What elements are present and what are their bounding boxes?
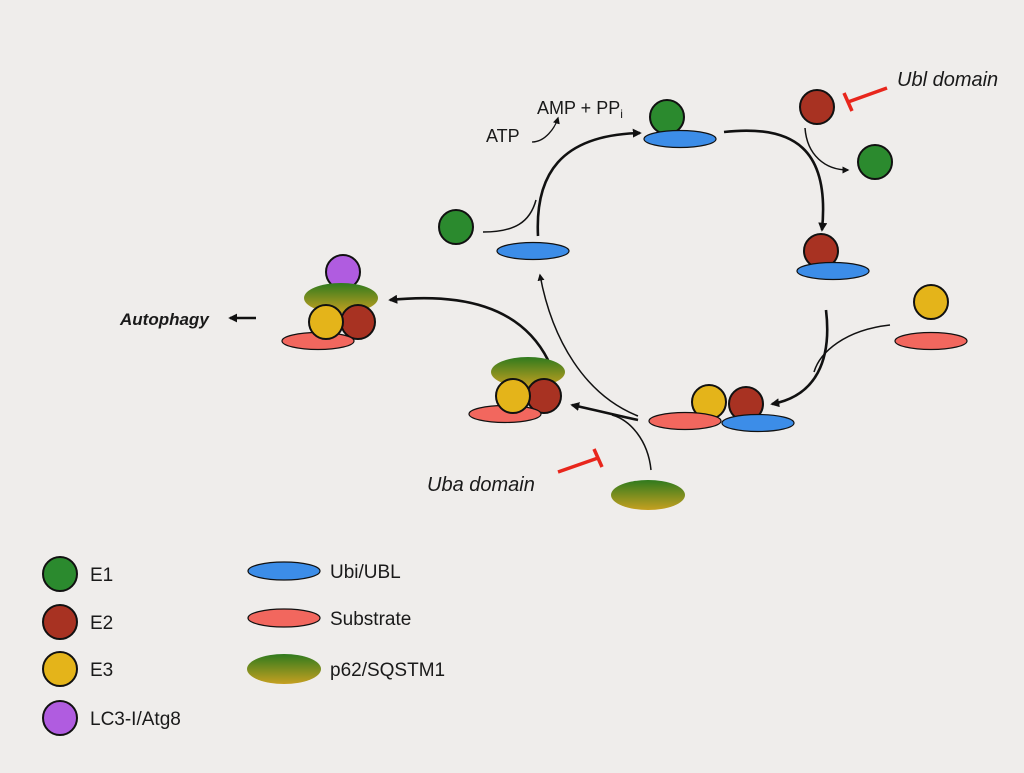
substrate-molecule: [894, 331, 968, 351]
substrate-molecule: [648, 411, 722, 431]
e3-swatch: [42, 651, 78, 687]
legend-label: Ubi/UBL: [330, 562, 401, 583]
atp-to-amp-arrow: [531, 116, 560, 143]
ubi-molecule: [796, 261, 870, 281]
legend-item-p62: p62/SQSTM1: [247, 654, 445, 684]
legend-item-lc3: LC3-I/Atg8: [42, 700, 181, 736]
legend-label: E3: [90, 660, 113, 681]
e1-release-arrow: [804, 127, 850, 174]
amp-ppi-label: AMP + PPi: [537, 98, 623, 121]
legend-label: E1: [90, 565, 113, 586]
uba-inhibitor: [557, 448, 604, 474]
legend-label: E2: [90, 613, 113, 634]
e2-swatch: [42, 604, 78, 640]
ubi-molecule: [643, 129, 717, 149]
e2-protein: [799, 89, 835, 125]
legend-item-e3: E3: [42, 651, 113, 687]
e3-protein: [495, 378, 531, 414]
ligation-arrow: [770, 309, 829, 408]
e1-input-arrow: [482, 199, 537, 233]
autophagy-label: Autophagy: [119, 310, 210, 329]
ubi-recycle-arrow: [537, 273, 639, 417]
legend-item-e1: E1: [42, 556, 113, 592]
e2-protein: [340, 304, 376, 340]
p62-swatch: [247, 654, 321, 684]
atp-label: ATP: [486, 126, 520, 146]
legend-item-substrate: Substrate: [247, 608, 411, 630]
legend-label: Substrate: [330, 609, 411, 630]
legend-label: LC3-I/Atg8: [90, 709, 181, 730]
e1-swatch: [42, 556, 78, 592]
activation-arrow: [536, 128, 642, 237]
legend-label: p62/SQSTM1: [330, 660, 445, 681]
e3-protein: [308, 304, 344, 340]
lc3-swatch: [42, 700, 78, 736]
legend-item-e2: E2: [42, 604, 113, 640]
ubi-swatch: [247, 561, 321, 581]
ubl-inhibitor: [842, 86, 888, 112]
e1-protein: [857, 144, 893, 180]
uba-domain-label: Uba domain: [427, 474, 535, 496]
e1-protein: [649, 99, 685, 135]
lc3-recruit-arrow: [388, 294, 550, 361]
e3-protein: [913, 284, 949, 320]
p62-molecule: [611, 480, 685, 510]
legend-item-ubi: Ubi/UBL: [247, 561, 401, 583]
e3-input-arrow: [813, 324, 891, 373]
p62-input-arrow: [611, 414, 652, 471]
ubl-domain-label: Ubl domain: [897, 69, 998, 91]
transthiolation-arrow: [723, 129, 828, 232]
substrate-swatch: [247, 608, 321, 628]
ubi-molecule: [721, 413, 795, 433]
ubi-molecule: [496, 241, 570, 261]
p62-recruit-arrow: [570, 402, 639, 422]
legend: E1 E2 E3 LC3-I/Atg8 Ubi/UBL Substrate p6…: [42, 556, 445, 736]
e1-protein: [438, 209, 474, 245]
